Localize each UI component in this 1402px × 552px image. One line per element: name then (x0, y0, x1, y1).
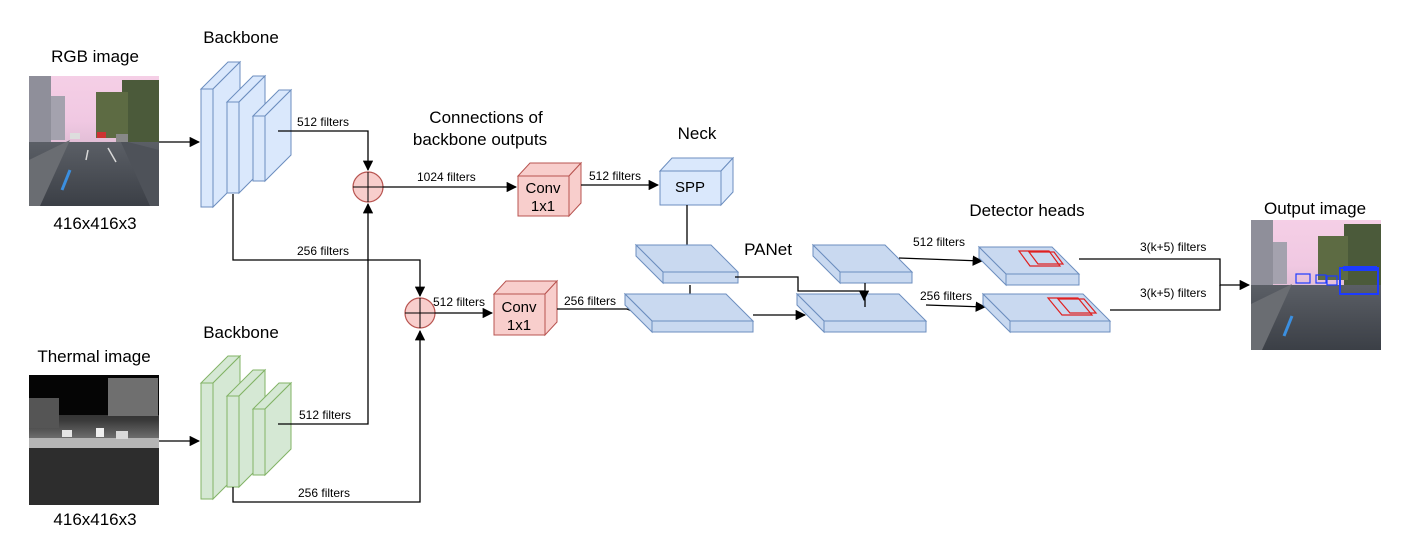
detector-top-in-label: 512 filters (913, 235, 965, 249)
panet-title: PANet (744, 240, 792, 259)
thermal-256-connection (232, 329, 426, 503)
conv-bottom-label-line1: Conv (501, 299, 537, 316)
conv-top-label-line1: Conv (525, 180, 561, 197)
head-bottom-to-output-arrow (1110, 285, 1221, 311)
conv-top-out-label: 512 filters (589, 169, 641, 183)
rgb-backbone-title: Backbone (203, 28, 279, 47)
detector-head-bottom-boxes (1046, 297, 1098, 316)
panet-layer-upper-right (811, 243, 914, 285)
rgb-512-connection (278, 130, 374, 172)
thermal-backbone-title: Backbone (203, 323, 279, 342)
merge-bottom-label: 512 filters (433, 295, 485, 309)
output-image (1251, 220, 1381, 350)
thermal-input-image (29, 375, 159, 505)
spp-label: SPP (675, 179, 705, 196)
detector-head-top (977, 245, 1081, 287)
conv-bottom-label-line2: 1x1 (507, 317, 531, 334)
rgb-256-connection (232, 194, 426, 298)
rgb-512-label: 512 filters (297, 115, 349, 129)
bottom-add-node (404, 297, 436, 329)
rgb-256-label: 256 filters (297, 244, 349, 258)
detector-head-bottom (981, 292, 1112, 334)
conv-bottom-block (492, 279, 559, 337)
panet-layer-lower-left (623, 292, 755, 334)
thermal-256-label: 256 filters (298, 486, 350, 500)
thermal-512-label: 512 filters (299, 408, 351, 422)
thermal-image-title: Thermal image (37, 347, 150, 366)
connections-title-line1: Connections of (429, 108, 543, 127)
detector-bottom-in-label: 256 filters (920, 289, 972, 303)
detector-head-top-boxes (1017, 250, 1065, 267)
rgb-image-title: RGB image (51, 47, 139, 66)
conv-top-label-line2: 1x1 (531, 198, 555, 215)
rgb-image-size: 416x416x3 (53, 214, 136, 233)
detector-heads-title: Detector heads (969, 201, 1084, 220)
rgb-backbone-stack (199, 60, 293, 209)
thermal-backbone-stack (199, 354, 293, 501)
neck-title: Neck (678, 124, 717, 143)
spp-block (658, 156, 735, 207)
panet-cross-connection (735, 276, 870, 302)
thermal-image-size: 416x416x3 (53, 510, 136, 529)
detector-bottom-out-label: 3(k+5) filters (1140, 286, 1206, 300)
top-add-node (352, 171, 384, 203)
panet-to-head-top-arrow (898, 255, 984, 266)
output-image-title: Output image (1264, 199, 1366, 218)
panet-layer-lower-right (795, 292, 928, 334)
panet-to-head-bottom-arrow (925, 301, 987, 312)
head-top-to-output-arrow (1079, 258, 1251, 291)
rgb-input-image (29, 76, 159, 206)
conv-bottom-out-label: 256 filters (564, 294, 616, 308)
panet-layer-upper-left (634, 243, 740, 285)
connections-title-line2: backbone outputs (413, 130, 547, 149)
thermal-512-connection (278, 202, 374, 425)
merge-top-label: 1024 filters (417, 170, 476, 184)
detector-top-out-label: 3(k+5) filters (1140, 240, 1206, 254)
conv-top-block (516, 161, 583, 218)
